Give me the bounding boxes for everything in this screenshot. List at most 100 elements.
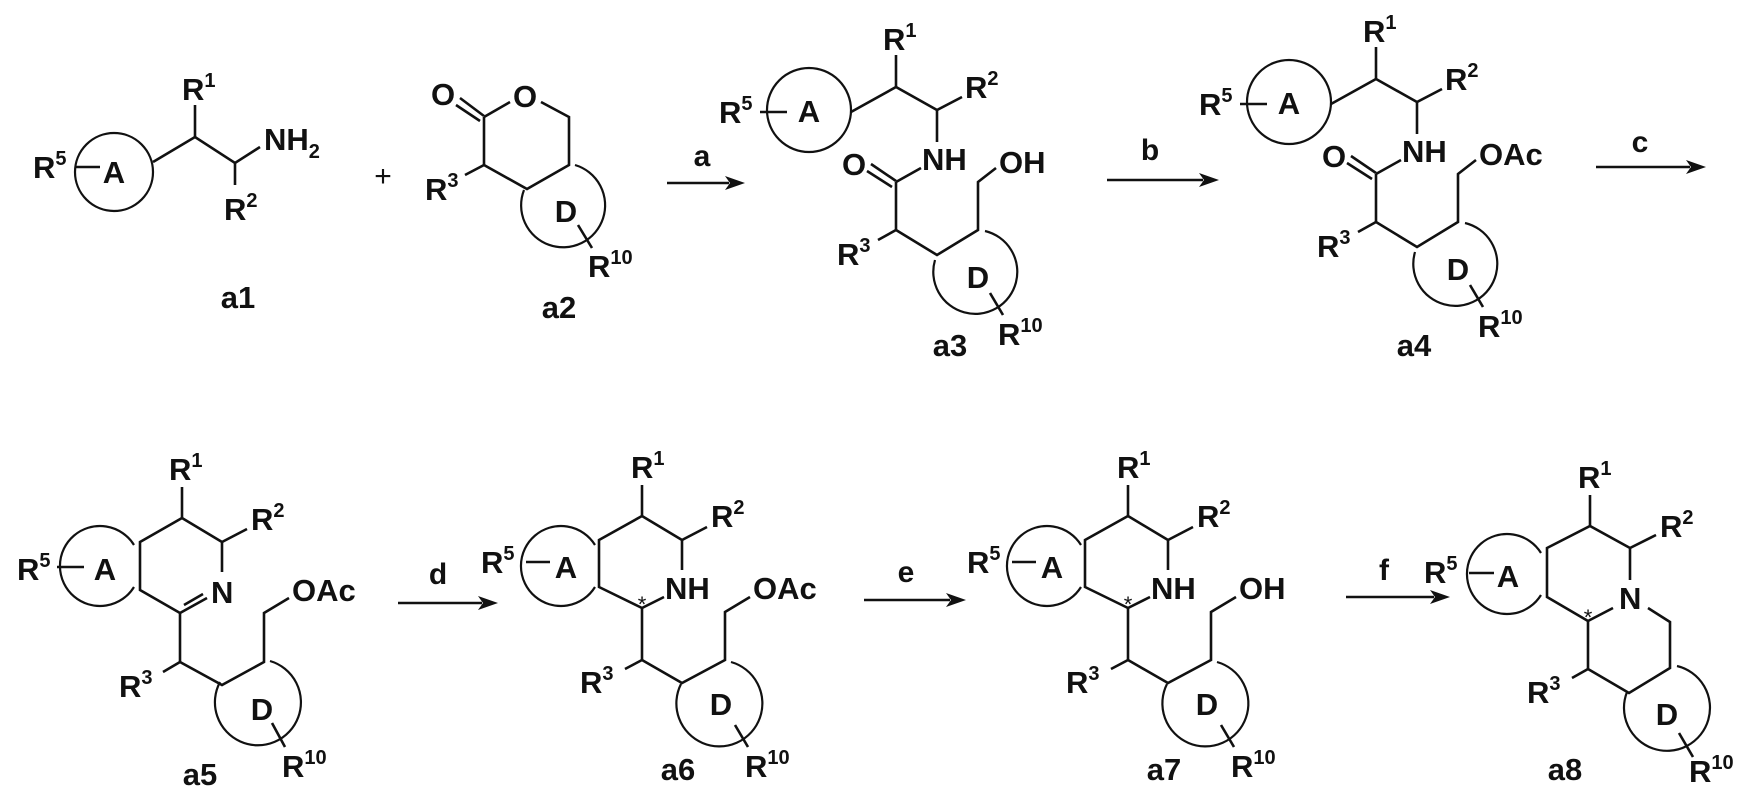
r-symbol: R [1660,509,1682,544]
bond [895,166,922,184]
r-symbol: R [224,192,246,227]
r-symbol: R [33,150,55,185]
bond [988,292,1005,316]
r-superscript: 5 [39,550,50,572]
r-symbol: R [631,450,653,485]
amine-nh2: NH2 [264,122,320,163]
r-superscript: 5 [1221,85,1232,107]
r-symbol: R [837,237,859,272]
bond [1357,220,1377,234]
step-label: c [1632,126,1649,159]
ring-d [1412,221,1499,307]
arrow-head-icon [946,593,966,607]
reaction-arrow-b: b [1107,134,1219,187]
substituent-r1: R1 [1363,12,1397,49]
substituent-r3: R3 [837,235,871,272]
reaction-arrow-d: d [398,558,498,610]
ring-d-label: D [1656,697,1678,732]
r-symbol: R [965,70,987,105]
bond [1545,524,1632,623]
r-superscript: 2 [733,497,744,519]
ring-d-label: D [1196,687,1218,722]
arrow-head-icon [725,176,745,190]
bond [681,525,708,542]
bond [221,527,248,544]
r-superscript: 2 [1219,497,1230,519]
bond [1127,595,1237,685]
substituent-r2: R2 [1660,507,1694,544]
r-superscript: 10 [767,747,789,769]
ring-a-label: A [555,550,577,585]
ring-oxygen: O [513,79,537,114]
r-superscript: 10 [1020,315,1042,337]
r-symbol: R [711,499,733,534]
substituent-r10: R10 [745,747,790,784]
substituent-r1: R1 [169,450,203,487]
r-symbol: R [580,665,602,700]
ring-d [932,229,1019,315]
r-symbol: R [1363,14,1385,49]
substituent-r10: R10 [998,315,1043,352]
bond [877,228,897,242]
substituent-r3: R3 [119,667,153,704]
substituent-r2: R2 [251,500,285,537]
substituent-r1: R1 [182,70,216,107]
double-bond [870,162,897,183]
r-superscript: 2 [273,500,284,522]
r-superscript: 10 [1253,747,1275,769]
substituent-r5: R5 [33,148,67,185]
r-superscript: 3 [1549,673,1560,695]
r-superscript: 3 [602,663,613,685]
ring-d [520,163,607,249]
substituent-r10: R10 [588,247,633,284]
bond [1167,525,1194,542]
ring-a [1005,524,1082,608]
ring-a [1465,532,1542,616]
substituent-r5: R5 [1424,553,1458,590]
r-symbol: R [719,95,741,130]
stereocenter-mark: * [1584,605,1593,630]
carbonyl-oxygen: O [842,147,866,182]
r-symbol: R [1445,62,1467,97]
substituent-r2: R2 [711,497,745,534]
r-superscript: 1 [653,448,664,470]
acetoxy-group: OAc [292,573,356,608]
ring-d-label: D [710,687,732,722]
r-symbol: R [967,545,989,580]
carbonyl-oxygen: O [431,77,455,112]
amine-nh: NH [1151,571,1196,606]
bond [152,135,261,165]
bond [1127,595,1151,610]
ring-a-label: A [1497,559,1519,594]
r-symbol: R [1424,555,1446,590]
r-symbol: R [1066,665,1088,700]
substituent-r1: R1 [883,20,917,57]
r-symbol: R [1199,87,1221,122]
r-superscript: 1 [1139,448,1150,470]
substituent-r1: R1 [631,448,665,485]
bond [1587,606,1614,623]
r-superscript: 1 [204,70,215,92]
r-symbol: R [251,502,273,537]
amide-nh: NH [922,142,967,177]
double-bond [183,592,204,607]
r-symbol: R [119,669,141,704]
ring-d [675,660,764,748]
bond [895,166,997,257]
reaction-arrow-c: c [1596,126,1706,174]
arrow-head-icon [478,596,498,610]
r-superscript: 2 [1467,60,1478,82]
r-symbol: R [1578,460,1600,495]
r-superscript: 10 [1500,307,1522,329]
double-bond [179,596,208,615]
ring-a [765,66,853,154]
bond [1571,667,1589,680]
r-superscript: 5 [503,543,514,565]
nh-text: NH [264,122,309,157]
substituent-r3: R3 [1317,227,1351,264]
acetoxy-group: OAc [753,571,817,606]
